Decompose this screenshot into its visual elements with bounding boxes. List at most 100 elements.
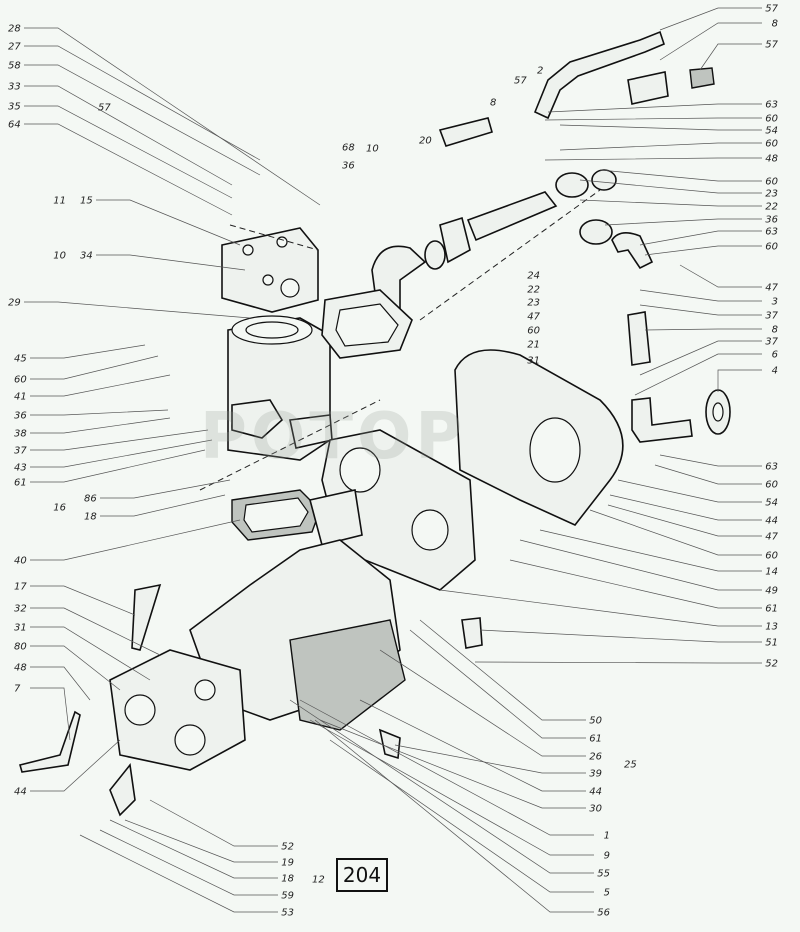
leader-line (30, 355, 159, 380)
leader-line (634, 353, 762, 396)
callout-label: 51 (765, 638, 778, 649)
leader-line (24, 105, 233, 199)
callout-label: 60 (765, 480, 778, 491)
callout-label: 1 (604, 831, 610, 842)
leader-line (559, 142, 762, 151)
callout-label: 68 (342, 143, 355, 154)
callout-label: 12 (312, 875, 325, 886)
leader-line (30, 449, 206, 483)
callout-label: 24 (527, 271, 540, 282)
leader-line (149, 799, 278, 847)
callout-label: 31 (14, 623, 27, 634)
callout-label: 22 (527, 285, 540, 296)
callout-label: 50 (589, 716, 602, 727)
callout-label: 34 (80, 251, 93, 262)
leader-line (579, 179, 762, 194)
leader-line (100, 479, 231, 499)
callout-label: 64 (8, 120, 21, 131)
callout-label: 55 (597, 869, 610, 880)
leader-line (439, 589, 762, 627)
leader-line (24, 301, 251, 319)
leader-line (544, 117, 762, 121)
callout-label: 37 (765, 337, 778, 348)
leader-line (479, 629, 762, 643)
callout-label: 23 (765, 189, 778, 200)
callout-label: 8 (772, 325, 778, 336)
callout-label: 21 (527, 340, 540, 351)
callout-label: 53 (281, 908, 294, 919)
leader-line (644, 245, 762, 256)
leader-line (314, 719, 594, 913)
leader-line (329, 739, 594, 893)
leader-line (24, 123, 233, 216)
gasket-40 (231, 489, 321, 541)
leader-line (96, 254, 246, 271)
callout-label: 86 (84, 494, 97, 505)
callout-label: 18 (281, 874, 294, 885)
callout-label: 54 (765, 498, 778, 509)
callout-label: 8 (772, 19, 778, 30)
callout-label: 47 (527, 312, 540, 323)
leader-line (30, 739, 121, 792)
callout-label: 57 (765, 40, 778, 51)
callout-label: 45 (14, 354, 27, 365)
callout-label: 9 (604, 851, 610, 862)
callout-label: 61 (589, 734, 602, 745)
callout-label: 40 (14, 556, 27, 567)
leader-line (639, 230, 762, 246)
leader-line (99, 829, 278, 896)
callout-label: 5 (604, 888, 610, 899)
callout-label: 41 (14, 392, 27, 403)
callout-label: 61 (14, 478, 27, 489)
callout-label: 25 (624, 760, 637, 771)
leader-line (639, 340, 762, 376)
leader-line (30, 344, 146, 359)
callout-label: 49 (765, 586, 778, 597)
leader-line (607, 504, 762, 537)
callout-label: 14 (765, 567, 778, 578)
callout-label: 20 (419, 136, 432, 147)
leader-line (319, 719, 586, 809)
leader-line (30, 439, 213, 468)
watermark: РОТОР (200, 400, 467, 474)
leader-line (30, 409, 169, 416)
leader-line (539, 529, 762, 572)
callout-label: 56 (597, 908, 610, 919)
leader-line (679, 264, 762, 288)
leader-line (644, 328, 762, 331)
callout-label: 54 (765, 126, 778, 137)
leader-line (96, 199, 241, 246)
callout-label: 17 (14, 582, 27, 593)
leader-line (394, 744, 586, 774)
callout-label: 39 (589, 769, 602, 780)
callout-label: 44 (765, 516, 778, 527)
callout-label: 60 (765, 114, 778, 125)
callout-label: 33 (8, 82, 21, 93)
callout-label: 47 (765, 283, 778, 294)
callout-label: 36 (342, 161, 355, 172)
leader-line (544, 157, 762, 161)
leader-line (359, 699, 586, 792)
callout-label: 27 (8, 42, 21, 53)
callout-label: 18 (84, 512, 97, 523)
leader-line (599, 169, 762, 182)
leader-line (30, 607, 161, 656)
leader-line (509, 559, 762, 609)
callout-label: 10 (53, 251, 66, 262)
leader-line (30, 687, 71, 741)
callout-label: 52 (765, 659, 778, 670)
callout-label: 60 (527, 326, 540, 337)
callout-label: 57 (765, 4, 778, 15)
pipes (438, 30, 731, 443)
callout-label: 47 (765, 532, 778, 543)
callout-label: 15 (80, 196, 93, 207)
leader-line (30, 626, 151, 681)
callout-label: 60 (765, 177, 778, 188)
leader-line (30, 585, 136, 616)
callout-label: 2 (537, 66, 543, 77)
callout-label: 36 (14, 411, 27, 422)
leader-line (299, 699, 594, 836)
callout-label: 44 (589, 787, 602, 798)
